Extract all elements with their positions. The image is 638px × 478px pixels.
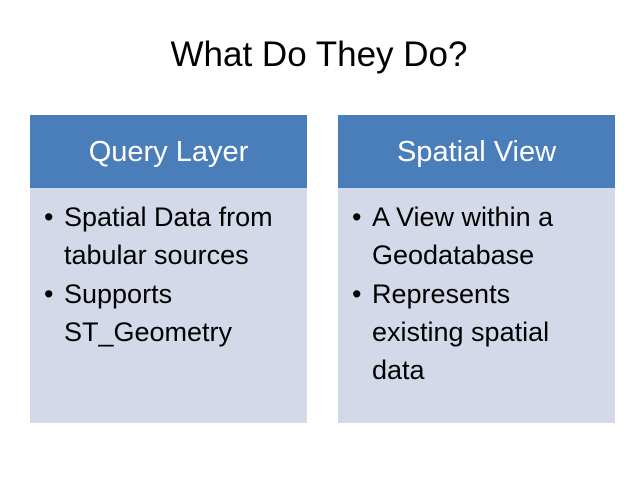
card-header-label: Query Layer: [88, 135, 249, 168]
card-header-label: Spatial View: [396, 135, 557, 168]
page-title: What Do They Do?: [170, 35, 468, 74]
list-item: Represents existing spatial data: [352, 275, 605, 389]
list-item: Supports ST_Geometry: [44, 275, 297, 351]
bullet-list-query-layer: Spatial Data from tabular sources Suppor…: [44, 198, 297, 351]
card-body-query-layer: Spatial Data from tabular sources Suppor…: [30, 188, 307, 423]
list-item: A View within a Geodatabase: [352, 198, 605, 274]
card-header-query-layer: Query Layer: [30, 115, 307, 188]
comparison-card-query-layer: Query Layer Spatial Data from tabular so…: [30, 115, 307, 423]
card-body-spatial-view: A View within a Geodatabase Represents e…: [338, 188, 615, 423]
card-header-spatial-view: Spatial View: [338, 115, 615, 188]
comparison-card-spatial-view: Spatial View A View within a Geodatabase…: [338, 115, 615, 423]
list-item: Spatial Data from tabular sources: [44, 198, 297, 274]
bullet-list-spatial-view: A View within a Geodatabase Represents e…: [352, 198, 605, 389]
